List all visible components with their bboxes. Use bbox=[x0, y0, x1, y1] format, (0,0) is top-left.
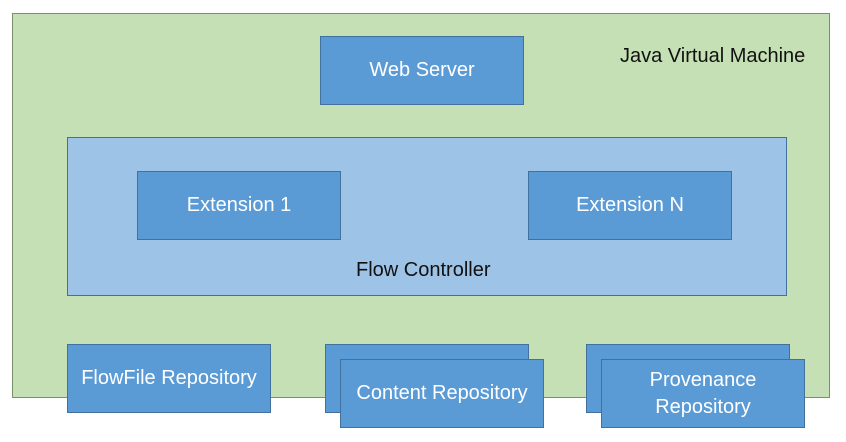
web-server-label: Web Server bbox=[369, 59, 475, 81]
java-virtual-machine-label: Java Virtual Machine bbox=[620, 45, 806, 67]
provenance-repository-box: Provenance Repository bbox=[601, 359, 805, 428]
web-server-box: Web Server bbox=[320, 36, 524, 105]
flowfile-repository-box: FlowFile Repository bbox=[67, 344, 271, 413]
content-repository-label: Content Repository bbox=[356, 382, 528, 404]
provenance-repository-label: Provenance Repository bbox=[649, 368, 757, 418]
extension-1-box: Extension 1 bbox=[137, 171, 341, 240]
extension-1-label: Extension 1 bbox=[186, 194, 292, 216]
extension-n-box: Extension N bbox=[528, 171, 732, 240]
content-repository-box: Content Repository bbox=[340, 359, 544, 428]
extension-n-label: Extension N bbox=[576, 194, 684, 216]
flow-controller-label: Flow Controller bbox=[356, 259, 491, 281]
flowfile-repository-label: FlowFile Repository bbox=[81, 367, 257, 389]
